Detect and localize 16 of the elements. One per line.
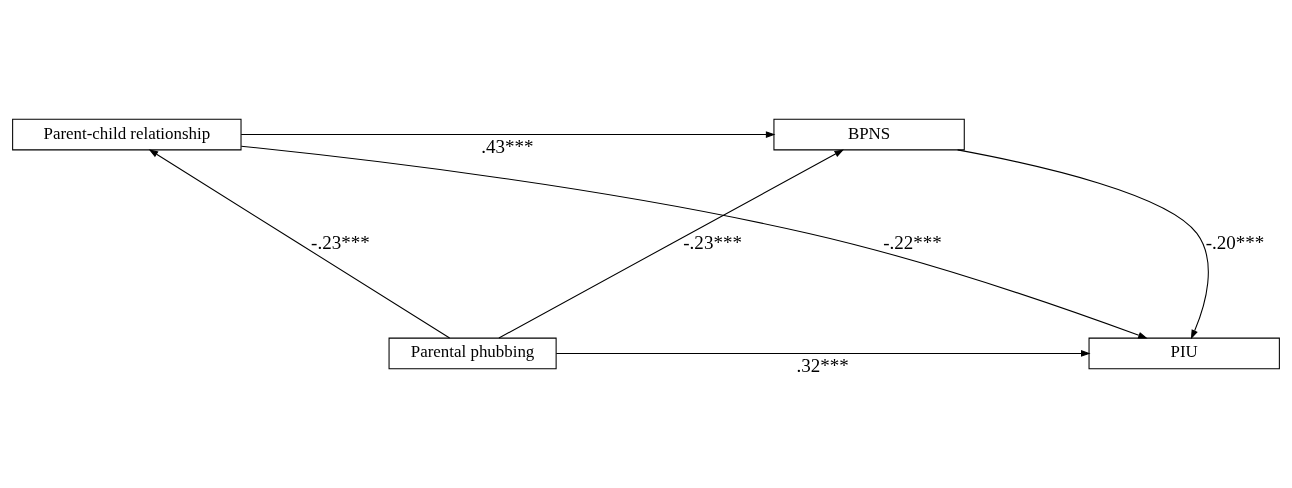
edge-label: -.22*** (883, 231, 942, 253)
edge-label: .32*** (796, 354, 849, 376)
edge-label: -.20*** (1205, 231, 1265, 253)
node-box: Parent-child relationship (12, 118, 242, 151)
edge-label: .43*** (481, 135, 534, 157)
arrow (555, 350, 1091, 357)
arrow (957, 149, 1209, 340)
arrow (240, 131, 776, 138)
edge-label: -.23*** (311, 231, 370, 253)
arrow (498, 149, 844, 339)
node-box: PIU (1088, 337, 1280, 370)
node-box: BPNS (773, 118, 965, 151)
node-box: Parental phubbing (388, 337, 557, 370)
edge-label: -.23*** (683, 231, 742, 253)
arrow (148, 149, 451, 339)
arrow (240, 145, 1148, 339)
